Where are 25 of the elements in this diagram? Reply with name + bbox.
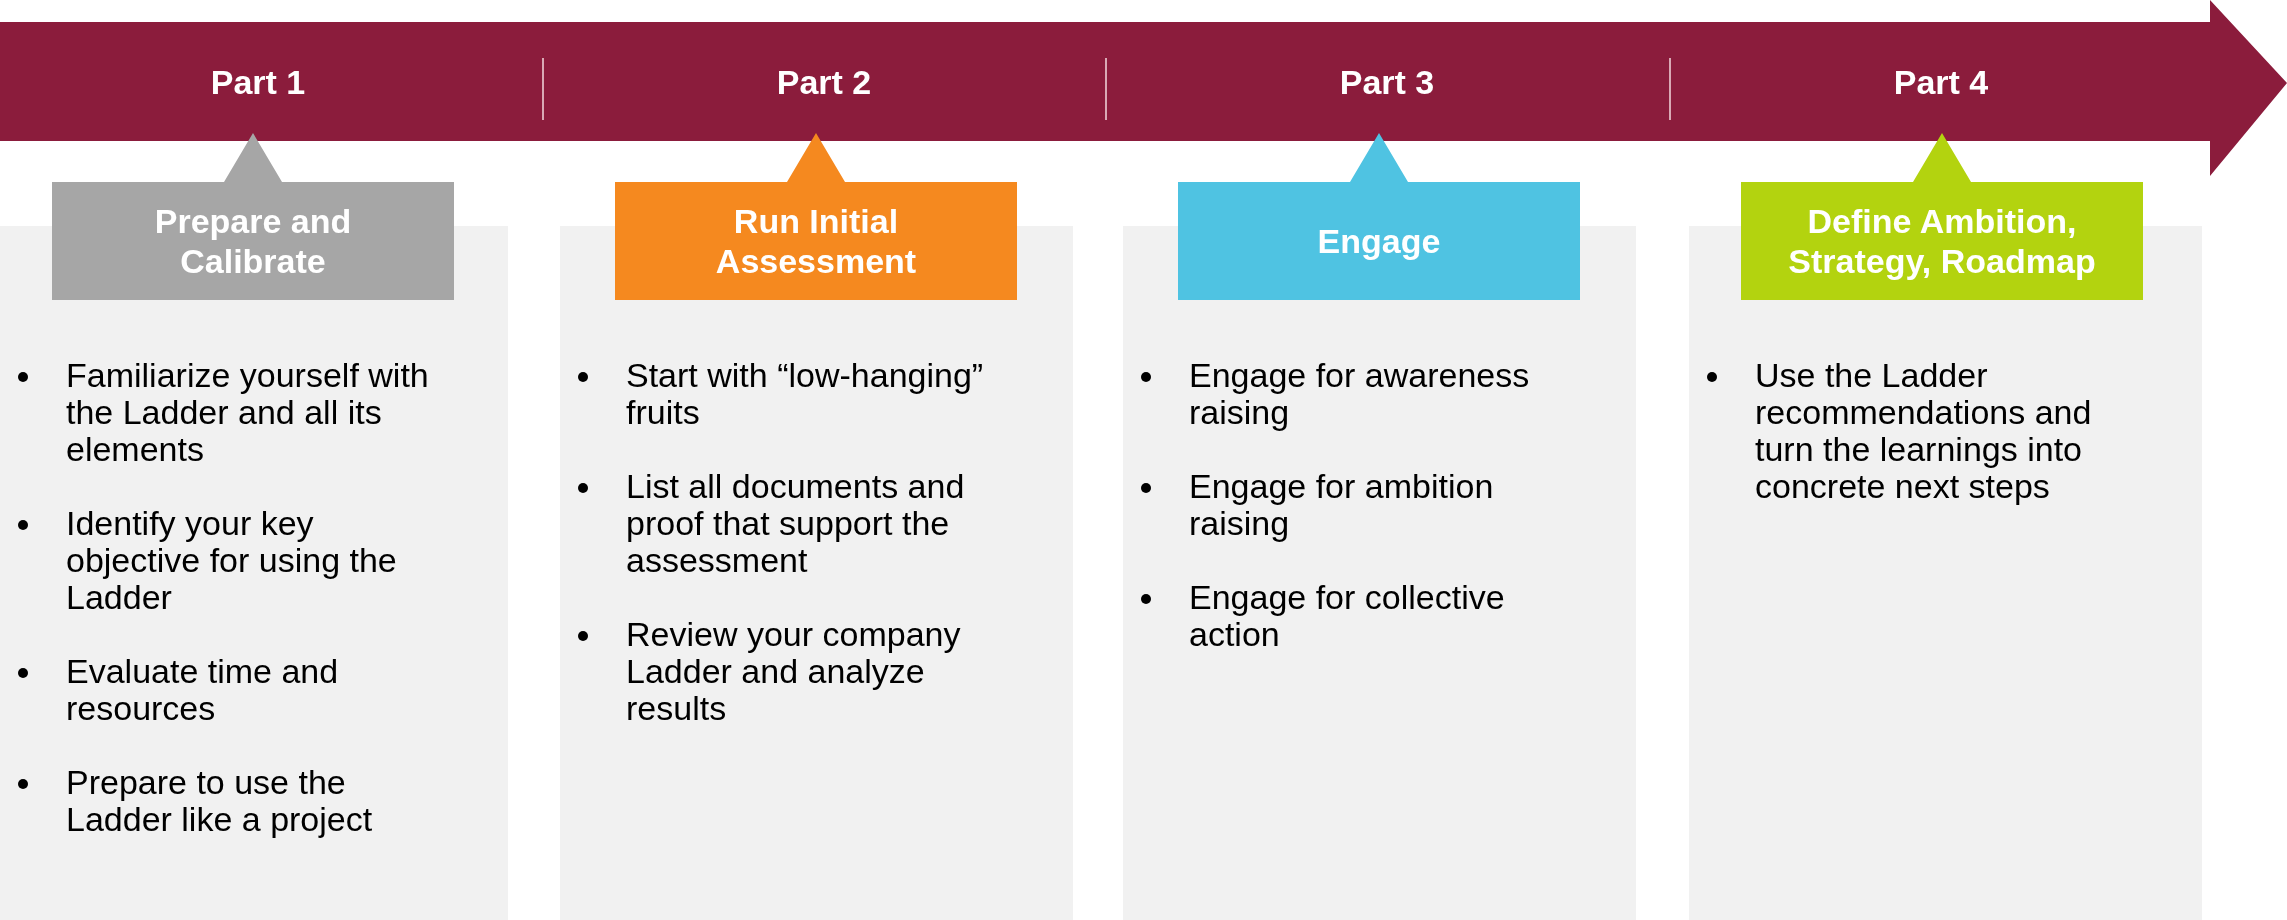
bullet-text: Review your company Ladder and analyze results (626, 616, 962, 727)
step-header (1178, 133, 1580, 300)
bullet-text: Engage for collective action (1189, 579, 1506, 653)
bullet-text: List all documents and proof that support the assessment (626, 468, 966, 579)
header-title: Prepare and Calibrate (153, 201, 353, 281)
step-header (52, 133, 454, 300)
part-label: Part 4 (1893, 63, 1989, 102)
bullet-text: Use the Ladder recommendations and turn the learnings into concrete next steps (1755, 357, 2093, 505)
bullet-text: Identify your key objective for using the Ladder (66, 505, 398, 616)
step-panel (1123, 226, 1636, 920)
header-title: Run Initial Assessment (714, 201, 918, 281)
header-title: Engage (1317, 221, 1441, 261)
part-label: Part 1 (210, 63, 306, 102)
part-label: Part 3 (1339, 63, 1435, 102)
timeline-arrow (0, 0, 2287, 176)
step-header (1741, 133, 2143, 300)
bullet-text: Engage for awareness raising (1189, 357, 1531, 431)
header-title: Define Ambition, Strategy, Roadmap (1787, 201, 2097, 281)
step-header (615, 133, 1017, 300)
bullet-text: Engage for ambition raising (1189, 468, 1495, 542)
bullet-text: Prepare to use the Ladder like a project (66, 764, 374, 838)
part-label: Part 2 (776, 63, 872, 102)
bullet-text: Familiarize yourself with the Ladder and all its elements (66, 357, 430, 468)
bullet-text: Start with “low-hanging” fruits (626, 357, 985, 431)
bullet-text: Evaluate time and resources (66, 653, 340, 727)
